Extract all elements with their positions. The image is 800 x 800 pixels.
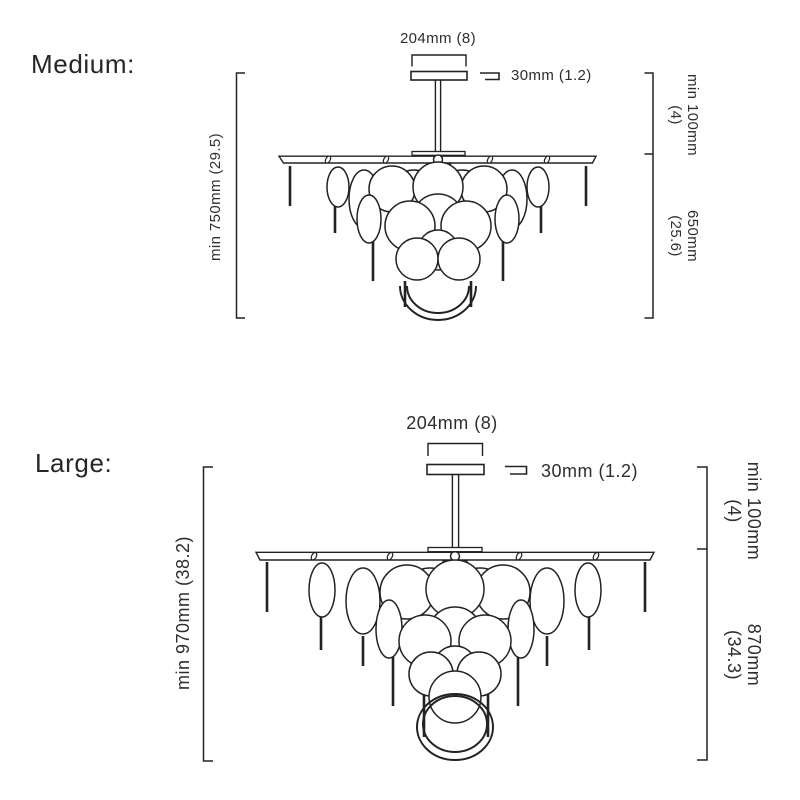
medium-body-height-line1: 650mm	[684, 209, 701, 263]
large-discs	[308, 559, 602, 724]
large-right-height-bracket	[697, 466, 708, 761]
large-bottom-ring	[416, 693, 494, 761]
large-min-drop-label: min 100mm (4)	[724, 462, 764, 561]
medium-section-title: Medium:	[31, 49, 135, 79]
medium-thickness-indicator	[480, 72, 500, 81]
medium-canopy	[410, 70, 468, 81]
large-thickness-indicator	[505, 465, 528, 475]
large-canopy-width-bracket	[427, 442, 484, 456]
medium-discs	[326, 161, 550, 281]
medium-canopy-thickness-label: 30mm (1.2)	[511, 67, 592, 84]
large-canopy-thickness-label: 30mm (1.2)	[541, 461, 639, 481]
medium-canopy-width-label: 204mm (8)	[399, 30, 477, 47]
large-section-title: Large:	[35, 448, 113, 478]
large-chandelier-drawing	[202, 442, 708, 762]
medium-ceiling-plate	[277, 150, 598, 170]
large-stem	[451, 474, 460, 548]
medium-right-height-bracket	[644, 72, 654, 319]
medium-chandelier-drawing	[235, 54, 654, 321]
medium-bottom-ring	[399, 285, 477, 321]
medium-overall-height-label: min 750mm (29.5)	[207, 132, 224, 262]
medium-body-height-line2: (25.6)	[667, 215, 684, 257]
large-overall-height-bracket	[202, 466, 213, 762]
large-canopy-width-label: 204mm (8)	[406, 413, 498, 433]
large-min-drop-line2: (4)	[724, 499, 744, 523]
medium-stem	[434, 80, 442, 152]
large-min-drop-line1: min 100mm	[744, 461, 764, 561]
medium-body-height-label: 650mm (25.6)	[667, 210, 701, 262]
large-body-height-line1: 870mm	[744, 623, 764, 687]
large-body-height-line2: (34.3)	[724, 629, 744, 681]
large-body-height-label: 870mm (34.3)	[724, 624, 764, 687]
medium-overall-height-bracket	[235, 72, 245, 319]
medium-min-drop-line2: (4)	[667, 105, 684, 125]
large-canopy	[426, 463, 485, 476]
medium-canopy-width-bracket	[411, 54, 467, 67]
medium-min-drop-line1: min 100mm	[684, 74, 701, 156]
medium-min-drop-label: min 100mm (4)	[667, 74, 701, 156]
large-overall-height-label: min 970mm (38.2)	[173, 535, 193, 691]
